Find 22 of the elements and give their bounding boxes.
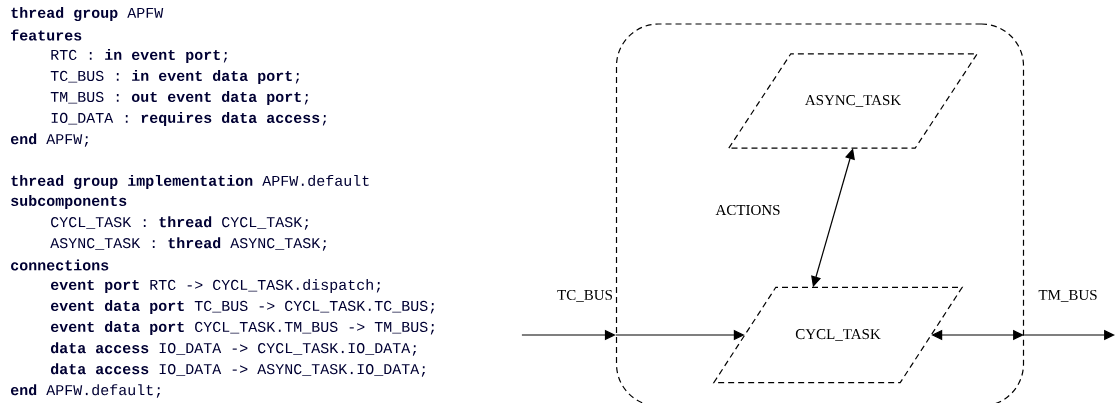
code-line: TC_BUS : in event data port; bbox=[50, 70, 299, 84]
code-line: end APFW.default; bbox=[10, 384, 160, 398]
code-line: TM_BUS : out event data port; bbox=[50, 91, 308, 105]
code-line: ASYNC_TASK : thread ASYNC_TASK; bbox=[50, 237, 326, 251]
code-line: data access IO_DATA -> ASYNC_TASK.IO_DATA; bbox=[50, 363, 425, 377]
code-line: data access IO_DATA -> CYCL_TASK.IO_DATA; bbox=[50, 342, 416, 356]
edge-label: ACTIONS bbox=[714, 203, 782, 217]
code-line: thread group APFW bbox=[11, 6, 164, 21]
edge-label: TM_BUS bbox=[1037, 288, 1099, 303]
code-line: RTC : in event port; bbox=[51, 49, 227, 63]
code-line: connections bbox=[11, 259, 109, 271]
thread-group-outline bbox=[615, 23, 1025, 403]
edge-label: TC_BUS bbox=[556, 288, 614, 303]
code-line: CYCL_TASK : thread CYCL_TASK; bbox=[51, 216, 308, 230]
code-line: IO_DATA : requires data access; bbox=[51, 112, 326, 126]
code-line: thread group implementation APFW.default bbox=[11, 174, 369, 189]
code-line: subcomponents bbox=[11, 195, 127, 209]
code-line: event data port TC_BUS -> CYCL_TASK.TC_BUS; bbox=[50, 300, 434, 314]
code-line: event data port CYCL_TASK.TM_BUS -> TM_BUS; bbox=[50, 321, 434, 335]
code-line: features bbox=[11, 29, 82, 41]
code-line: event port RTC -> CYCL_TASK.dispatch; bbox=[50, 279, 380, 293]
code-line: end APFW; bbox=[10, 133, 88, 147]
